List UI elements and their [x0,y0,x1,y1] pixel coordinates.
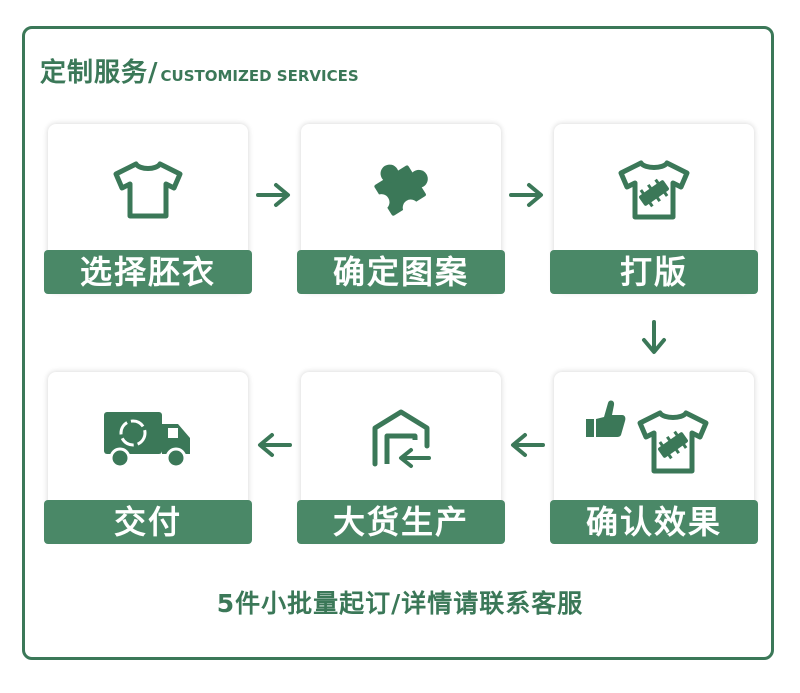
patched-tshirt-icon [618,160,690,220]
warehouse-icon [372,409,431,468]
step-label: 确定图案 [297,250,505,294]
thumbs-up-icon [586,400,626,437]
step-label: 确认效果 [550,500,758,544]
arrow-down-icon [642,320,666,354]
arrow-left-icon [258,433,292,457]
arrow-left-icon [511,433,545,457]
delivery-truck-icon [104,412,190,469]
step-label: 大货生产 [297,500,505,544]
step-label: 交付 [44,500,252,544]
page-title: 定制服务/ CUSTOMIZED SERVICES [40,52,359,88]
footer-note: 5件小批量起订/详情请联系客服 [216,589,584,618]
arrow-right-icon [256,183,290,207]
step-label: 打版 [550,250,758,294]
puzzle-icon [373,164,428,216]
step-label: 选择胚衣 [44,250,252,294]
arrow-right-icon [509,183,543,207]
title-chinese: 定制服务/ [40,58,159,88]
title-english: CUSTOMIZED SERVICES [160,67,359,85]
tshirt-icon [113,161,183,219]
thumbs-up-tshirt-icon [586,400,709,474]
